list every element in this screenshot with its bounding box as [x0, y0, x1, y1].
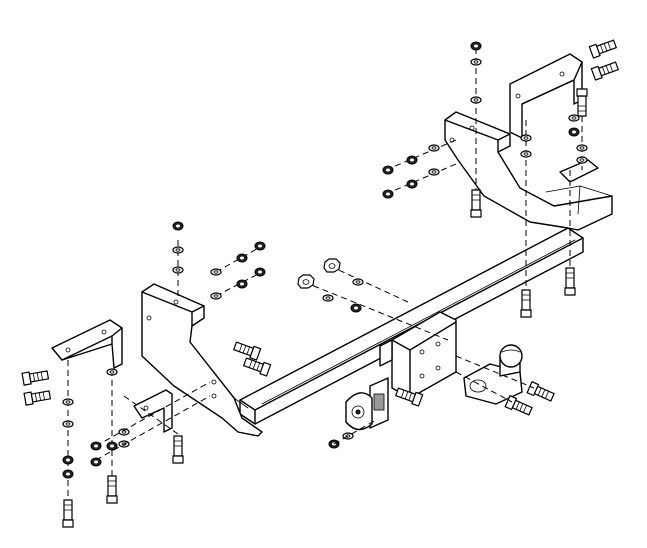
tow-ball-icon — [463, 344, 523, 405]
small-l-bracket — [133, 389, 173, 433]
left-arm-nuts — [210, 241, 266, 300]
right-bracket-bolts — [588, 37, 620, 81]
right-clamp-plate — [559, 159, 599, 183]
right-bracket — [509, 53, 583, 139]
left-stack-1 — [62, 398, 74, 528]
left-side-arm — [141, 283, 263, 437]
right-stack-3 — [564, 88, 588, 296]
right-side-arm — [444, 111, 613, 231]
right-arm-nuts — [382, 144, 440, 199]
ball-mount-bolt — [455, 355, 556, 418]
left-bracket-bolts — [21, 368, 52, 406]
left-under-bolt — [118, 428, 184, 464]
electrical-socket-icon — [345, 377, 389, 431]
socket-hardware — [328, 385, 424, 449]
left-bracket — [51, 319, 123, 369]
ball-mount-bracket — [379, 311, 457, 399]
center-nuts — [297, 258, 364, 313]
